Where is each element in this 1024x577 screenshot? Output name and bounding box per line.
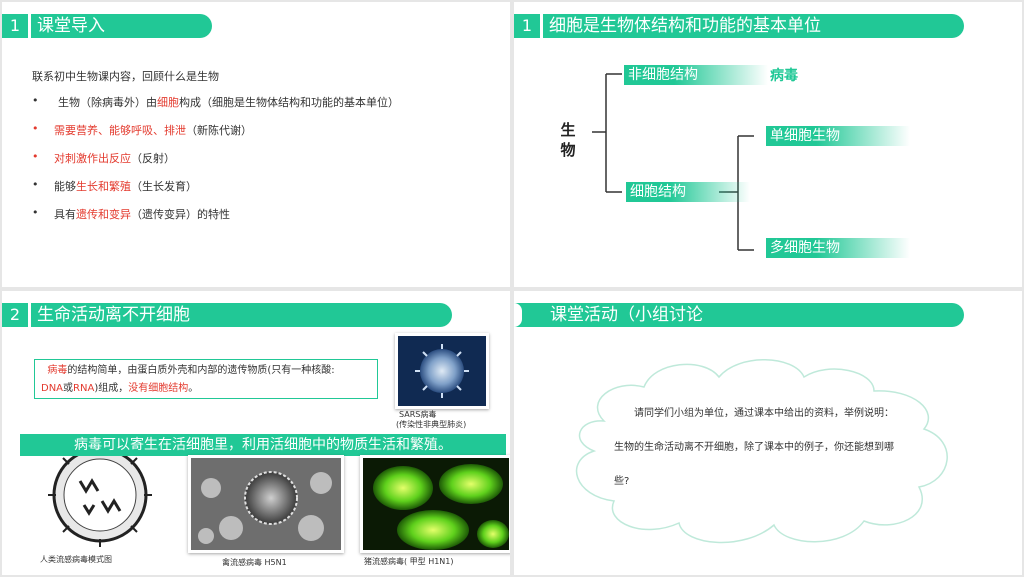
bullet-text: （新陈代谢）	[186, 124, 252, 137]
slide-class-activity[interactable]: 课堂活动（小组讨论 请同学们小组为单位，通过课本中给出的资料，举例说明：生物的生…	[514, 291, 1022, 575]
h5n1-virus-icon	[191, 458, 341, 550]
bullet-dot: •	[32, 122, 39, 135]
slide-number: 1	[521, 16, 533, 35]
bullet-item: • 需要营养、能够呼吸、排泄（新陈代谢）	[32, 122, 399, 150]
cloud-outline	[575, 359, 948, 544]
non-cell-label: 非细胞结构	[624, 65, 768, 85]
bullet-highlight: 对刺激作出反应	[54, 152, 131, 165]
influenza-model-image	[40, 441, 160, 549]
slide-intro[interactable]: 1 课堂导入 联系初中生物课内容，回顾什么是生物 • 生物（除病毒外）由细胞构成…	[2, 2, 510, 287]
sars-caption: SARS病毒	[399, 410, 437, 419]
h5n1-caption: 禽流感病毒 H5N1	[222, 558, 287, 567]
bullet-text: 构成（细胞是生物体结构和功能的基本单位）	[179, 96, 399, 109]
banner-divider	[28, 14, 31, 38]
virus-info-box: 病毒的结构简单，由蛋白质外壳和内部的遗传物质(只有一种核酸:DNA或RNA)组成…	[34, 359, 378, 399]
bullet-text: 生物（除病毒外）由	[58, 96, 157, 109]
bullet-item: • 能够生长和繁殖（生长发育）	[32, 178, 399, 206]
h1n1-virus-image	[360, 455, 510, 553]
model-caption: 人类流感病毒模式图	[40, 555, 112, 564]
intro-text: 联系初中生物课内容，回顾什么是生物	[32, 70, 219, 83]
virus-model-icon	[40, 441, 160, 549]
bullet-list: • 生物（除病毒外）由细胞构成（细胞是生物体结构和功能的基本单位） • 需要营养…	[32, 94, 399, 234]
virus-parasite-strip: 病毒可以寄生在活细胞里，利用活细胞中的物质生活和繁殖。	[20, 434, 506, 456]
bullet-highlight: 遗传和变异	[76, 208, 131, 221]
banner-divider	[540, 14, 543, 38]
unicellular-label: 单细胞生物	[766, 126, 910, 146]
slide-title: 细胞是生物体结构和功能的基本单位	[549, 16, 821, 36]
banner-divider	[28, 303, 31, 327]
sars-virus-image	[395, 333, 489, 409]
slide-number: 2	[9, 305, 21, 324]
slide-title-banner: 1 课堂导入	[2, 14, 212, 38]
banner-divider	[514, 303, 522, 327]
sars-caption-sub: (传染性非典型肺炎)	[396, 420, 467, 429]
slide-title-banner: 1 细胞是生物体结构和功能的基本单位	[514, 14, 964, 38]
bullet-highlight: 需要营养、能够呼吸、排泄	[54, 124, 186, 137]
info-highlight: DNA	[41, 383, 64, 394]
info-highlight: 没有细胞结构	[128, 383, 189, 394]
bullet-text: （生长发育）	[131, 180, 197, 193]
cell-structure-label: 细胞结构	[626, 182, 750, 202]
info-text: )组成，	[94, 383, 129, 394]
bullet-item: • 对刺激作出反应（反射）	[32, 150, 399, 178]
bullet-text: 能够	[54, 180, 76, 193]
bullet-dot: •	[32, 178, 39, 191]
slide-title: 生命活动离不开细胞	[37, 305, 190, 325]
multicellular-label: 多细胞生物	[766, 238, 910, 258]
info-text: 或	[63, 383, 74, 394]
bullet-highlight: 生长和繁殖	[76, 180, 131, 193]
bullet-text: （遗传变异）的特性	[131, 208, 230, 221]
h5n1-virus-image	[188, 455, 344, 553]
bullet-highlight: 细胞	[157, 96, 179, 109]
info-highlight: RNA	[73, 383, 95, 394]
slide-title: 课堂活动（小组讨论	[550, 305, 703, 325]
cloud-shape	[575, 359, 948, 544]
slide-title-banner: 课堂活动（小组讨论	[514, 303, 964, 327]
discussion-text: 请同学们小组为单位，通过课本中给出的资料，举例说明：生物的生命活动离不开细胞，除…	[614, 408, 894, 487]
h1n1-virus-icon	[363, 458, 509, 550]
bullet-dot: •	[32, 206, 39, 219]
info-text: 。	[188, 383, 199, 394]
bullet-text: （反射）	[131, 152, 175, 165]
bullet-item: • 生物（除病毒外）由细胞构成（细胞是生物体结构和功能的基本单位）	[32, 94, 399, 122]
slide-life-activity[interactable]: 2 生命活动离不开细胞 病毒的结构简单，由蛋白质外壳和内部的遗传物质(只有一种核…	[2, 291, 510, 575]
virus-label: 病毒	[770, 68, 798, 84]
h1n1-caption: 猪流感病毒( 甲型 H1N1)	[364, 557, 454, 566]
slide-cell-unit[interactable]: 1 细胞是生物体结构和功能的基本单位 生物 非细胞结构 病毒 细胞结构 单细胞生…	[514, 2, 1022, 287]
bullet-dot: •	[32, 94, 39, 107]
slide-title-banner: 2 生命活动离不开细胞	[2, 303, 452, 327]
bullet-dot: •	[32, 150, 39, 163]
bullet-item: • 具有遗传和变异（遗传变异）的特性	[32, 206, 399, 234]
bullet-text: 具有	[54, 208, 76, 221]
info-highlight: 病毒	[47, 365, 68, 376]
sars-virus-icon	[398, 336, 486, 406]
slide-number: 1	[9, 16, 21, 35]
tree-root-label: 生物	[560, 121, 576, 159]
info-text: 的结构简单，由蛋白质外壳和内部的遗传物质(只有一种核酸:	[67, 365, 335, 376]
slide-title: 课堂导入	[37, 16, 105, 36]
root-bracket	[592, 73, 622, 193]
